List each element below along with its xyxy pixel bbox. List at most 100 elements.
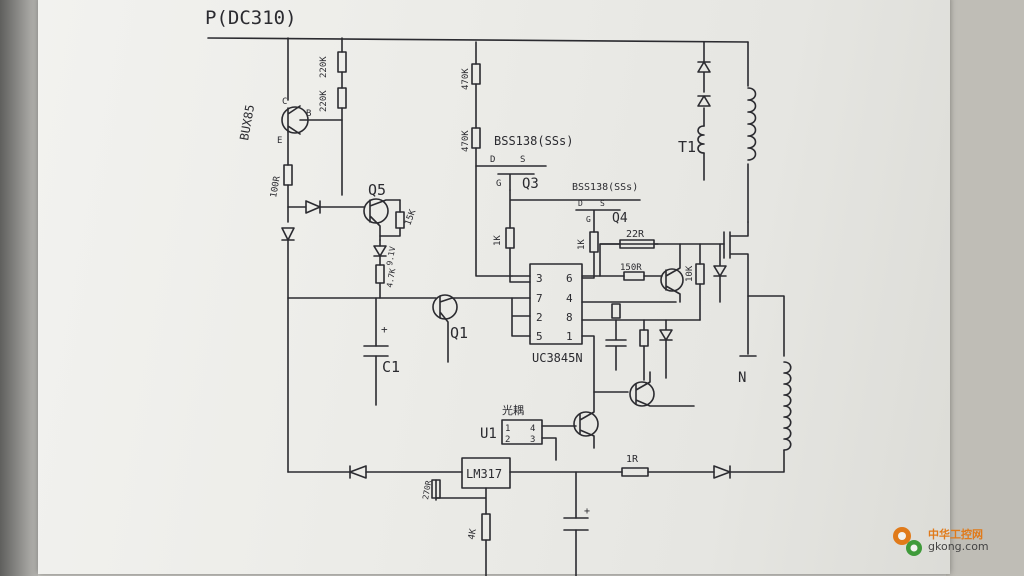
- label-cap2-plus: +: [584, 506, 590, 517]
- ic-pin-7: 7: [536, 292, 543, 305]
- capacitor-bottom: [563, 517, 589, 531]
- label-n: N: [738, 370, 746, 386]
- u1-pin-1: 1: [505, 424, 510, 434]
- bux85-pins: [287, 105, 343, 135]
- resistor-1r: [621, 467, 649, 477]
- label-u1-name: 光耦: [502, 403, 524, 417]
- diode-bottom-right: [713, 465, 731, 479]
- resistor-10k: [695, 263, 705, 285]
- capacitor-c1: [363, 345, 389, 357]
- label-9v1: 9.1V: [385, 246, 397, 267]
- label-bux85-e: E: [277, 136, 282, 146]
- schematic-title: P(DC310): [205, 7, 297, 29]
- label-q4: Q4: [612, 211, 628, 226]
- ic-pin-3: 3: [536, 272, 543, 285]
- driver-pins: [665, 243, 681, 303]
- resistor-220k-1: [337, 51, 347, 73]
- wire-n-bottom: [729, 449, 785, 473]
- transformer-t1-primary: [747, 87, 757, 161]
- diode-bottom-left: [349, 465, 367, 479]
- fb-pins: [635, 371, 695, 407]
- table-edge-right: [946, 0, 1024, 576]
- ic-left-wires: [511, 275, 531, 337]
- label-470k-1: 470K: [461, 68, 471, 90]
- label-q5: Q5: [368, 181, 386, 199]
- wire-u1-out: [541, 425, 577, 461]
- ic-pin-4: 4: [566, 292, 573, 305]
- label-10k: 10K: [685, 265, 695, 282]
- label-150r: 150R: [620, 263, 642, 273]
- optocoupler-u1: [501, 419, 543, 445]
- transistor-q5: [363, 198, 389, 224]
- label-q3-s: S: [520, 155, 525, 165]
- table-edge-left: [0, 0, 38, 576]
- mosfet-main: [723, 221, 749, 355]
- label-4k: 4K: [467, 528, 479, 541]
- ic-pin-5: 5: [536, 330, 543, 343]
- resistor-220k-2: [337, 87, 347, 109]
- resistor-opto: [639, 329, 649, 347]
- ic-right-wires: [581, 243, 701, 393]
- label-22r: 22R: [626, 229, 645, 240]
- q1-pins: [439, 295, 453, 363]
- transistor-driver: [660, 268, 684, 292]
- label-q3: Q3: [522, 176, 539, 192]
- transistor-u1-out: [573, 411, 599, 437]
- label-100r: 100R: [269, 175, 283, 199]
- gear-logo-icon: [893, 527, 922, 556]
- resistor-4k: [481, 513, 491, 541]
- label-4k7: 4.7K: [385, 268, 397, 289]
- transformer-t1-aux: [697, 125, 705, 154]
- label-bux85: BUX85: [237, 104, 257, 142]
- ic-pin-1: 1: [566, 330, 573, 343]
- label-1k-1: 1K: [493, 235, 503, 246]
- label-q1: Q1: [450, 324, 468, 342]
- zener-9v1: [373, 245, 387, 257]
- u1-out-pins: [579, 391, 595, 449]
- mosfet-q4: [575, 209, 621, 279]
- inductor-n: [783, 361, 792, 451]
- paper-sheet: [38, 0, 950, 574]
- wire-q3-q4: [509, 189, 641, 283]
- diode-t1-1: [697, 61, 711, 93]
- watermark-site: gkong.com: [928, 540, 989, 553]
- label-470k-2: 470K: [461, 130, 471, 152]
- mosfet-q3: [475, 165, 547, 191]
- wire-470k-chain: [475, 41, 513, 277]
- label-q4-part: BSS138(SSs): [572, 182, 638, 193]
- ic-pin-2: 2: [536, 311, 543, 324]
- label-t1: T1: [678, 138, 696, 156]
- label-ic: UC3845N: [532, 351, 583, 365]
- diode-horizontal: [305, 200, 321, 214]
- label-q3-d: D: [490, 155, 495, 165]
- watermark: 中华工控网 gkong.com: [888, 520, 1018, 570]
- u1-pin-2: 2: [505, 435, 510, 445]
- resistor-470k-2: [471, 127, 481, 149]
- label-q3-g: G: [496, 179, 501, 189]
- label-bux85-b: B: [306, 109, 311, 119]
- resistor-470k-1: [471, 63, 481, 85]
- watermark-title: 中华工控网: [928, 528, 983, 541]
- label-1k-2: 1K: [577, 239, 587, 250]
- label-q3-part: BSS138(SSs): [494, 134, 573, 148]
- resistor-1k-1: [505, 227, 515, 249]
- resistor-4k7: [375, 264, 385, 284]
- resistor-1k-2: [589, 231, 599, 253]
- wire-lm317-adj: [435, 479, 487, 576]
- u1-pin-3: 3: [530, 435, 535, 445]
- ic-uc3845n: [529, 263, 583, 345]
- label-c1: C1: [382, 358, 400, 376]
- resistor-270r: [431, 479, 441, 499]
- ic-pin-8: 8: [566, 311, 573, 324]
- transistor-fb: [629, 381, 655, 407]
- diode-gate: [713, 243, 727, 303]
- label-q4-g: G: [586, 215, 591, 224]
- label-c1-plus: +: [381, 323, 388, 336]
- diode-t1-2: [697, 95, 711, 107]
- label-1r: 1R: [626, 454, 639, 465]
- label-270r: 270R: [421, 480, 433, 501]
- top-rail-wire: [207, 37, 749, 43]
- wire-15k: [379, 199, 401, 237]
